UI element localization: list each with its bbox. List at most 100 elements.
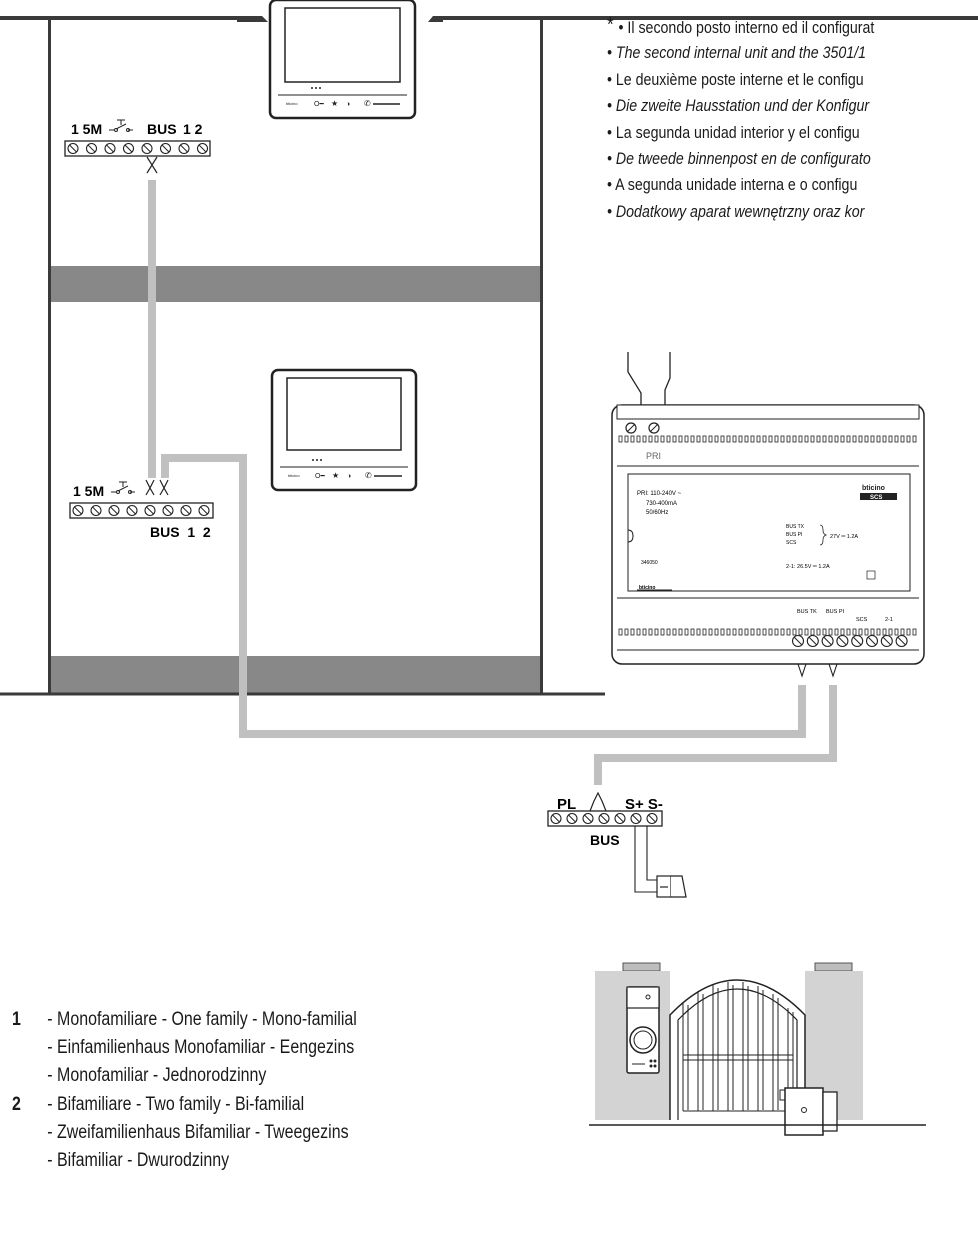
note-line-en: • The second internal unit and the 3501/… bbox=[607, 44, 867, 63]
upper-terminal-right-labels: 1 2 bbox=[183, 121, 203, 137]
svg-text:bticino: bticino bbox=[286, 101, 298, 106]
power-supply-top-vents bbox=[618, 435, 917, 443]
screw-slot bbox=[600, 814, 608, 823]
svg-text:✆: ✆ bbox=[364, 99, 371, 108]
note-line-de: • Die zweite Hausstation und der Konfigu… bbox=[607, 97, 870, 116]
vent-slot bbox=[750, 435, 755, 443]
power-supply-input-spec-2: 50/60Hz bbox=[646, 510, 668, 516]
vent-slot bbox=[762, 628, 767, 636]
legend-text: - Bifamiliare - Two family - Bi-familial bbox=[47, 1093, 305, 1115]
power-supply-input-spec-1: 730-400mA bbox=[646, 501, 677, 507]
vent-slot bbox=[822, 628, 827, 636]
lower-terminal-bottom-label: BUS 1 2 bbox=[150, 524, 211, 540]
vent-slot bbox=[846, 628, 851, 636]
building bbox=[0, 16, 978, 696]
screw-slot bbox=[616, 814, 624, 823]
legend-text: - Monofamiliare - One family - Mono-fami… bbox=[47, 1009, 357, 1030]
vent-slot bbox=[648, 628, 653, 636]
upper-terminal-bus-label: BUS bbox=[147, 121, 177, 137]
vent-slot bbox=[798, 435, 803, 443]
screw-slot bbox=[867, 636, 877, 646]
svg-text:O━: O━ bbox=[315, 473, 325, 480]
vent-slot bbox=[810, 435, 815, 443]
vent-slot bbox=[726, 435, 731, 443]
vent-slot bbox=[732, 435, 737, 443]
power-supply-scs-logo: SCS bbox=[870, 495, 882, 501]
vent-slot bbox=[756, 628, 761, 636]
screw-slot bbox=[793, 636, 803, 646]
screw-slot bbox=[110, 506, 118, 515]
vent-slot bbox=[678, 435, 683, 443]
lower-terminal-screws bbox=[72, 504, 210, 517]
screw-slot bbox=[69, 144, 77, 153]
svg-text:◑: ◑ bbox=[347, 473, 351, 480]
legend-text: - Einfamilienhaus Monofamiliar - Eengezi… bbox=[47, 1037, 355, 1059]
vent-slot bbox=[858, 435, 863, 443]
vent-slot bbox=[690, 435, 695, 443]
vent-slot bbox=[774, 435, 779, 443]
vent-slot bbox=[738, 435, 743, 443]
screw-slot bbox=[823, 636, 832, 646]
bus-cables bbox=[148, 180, 837, 785]
vent-slot bbox=[636, 628, 641, 636]
vent-slot bbox=[834, 628, 839, 636]
svg-text:✆: ✆ bbox=[365, 471, 372, 480]
vent-slot bbox=[858, 628, 863, 636]
vent-slot bbox=[624, 435, 629, 443]
screw-slot bbox=[808, 636, 818, 646]
vent-slot bbox=[666, 628, 671, 636]
vent-slot bbox=[744, 628, 749, 636]
screw-slot bbox=[838, 636, 847, 646]
vent-slot bbox=[642, 435, 647, 443]
vent-slot bbox=[900, 628, 905, 636]
screw-slot bbox=[568, 814, 576, 823]
vent-slot bbox=[660, 435, 665, 443]
legend-item-1: 1 - Monofamiliare - One family - Mono-fa… bbox=[12, 1006, 357, 1034]
screw-slot bbox=[87, 144, 96, 153]
lower-terminal-top-label: 1 5M bbox=[73, 483, 104, 499]
vent-slot bbox=[792, 435, 797, 443]
vent-slot bbox=[828, 628, 833, 636]
vent-slot bbox=[708, 628, 713, 636]
screw-slot bbox=[146, 506, 154, 515]
vent-slot bbox=[636, 435, 641, 443]
vent-slot bbox=[864, 435, 869, 443]
power-supply-bottom-vents bbox=[618, 628, 917, 636]
vent-slot bbox=[870, 628, 875, 636]
screw-slot bbox=[128, 506, 136, 515]
vent-slot bbox=[726, 628, 731, 636]
vent-slot bbox=[840, 628, 845, 636]
vent-slot bbox=[864, 628, 869, 636]
screw-slot bbox=[852, 636, 862, 646]
svg-text:★: ★ bbox=[331, 99, 338, 108]
vent-slot bbox=[732, 628, 737, 636]
power-supply-input-spec-0: PRI: 110-240V ~ bbox=[637, 491, 682, 497]
vent-slot bbox=[852, 628, 857, 636]
upper-video-monitor: bticino O━ ★ ◑ ✆ bbox=[268, 0, 417, 120]
legend-text: - Zweifamilienhaus Bifamiliar - Tweegezi… bbox=[47, 1121, 349, 1143]
vent-slot bbox=[840, 435, 845, 443]
legend: 1 - Monofamiliare - One family - Mono-fa… bbox=[12, 1006, 357, 1175]
legend-item-2: 2 - Bifamiliare - Two family - Bi-famili… bbox=[12, 1091, 357, 1119]
vent-slot bbox=[876, 628, 881, 636]
screw-slot bbox=[180, 144, 188, 153]
entrance-panel-terminal: PL S+ S- BUS bbox=[547, 791, 687, 898]
screw-slot bbox=[552, 814, 560, 823]
vent-slot bbox=[882, 435, 887, 443]
power-supply: PRI PRI: 110-240V ~ 730-400mA 50/60Hz bt… bbox=[611, 352, 925, 678]
screw-slot bbox=[143, 144, 151, 153]
vent-slot bbox=[756, 435, 761, 443]
vent-slot bbox=[738, 628, 743, 636]
lower-switch-icon bbox=[111, 481, 135, 494]
vent-slot bbox=[852, 435, 857, 443]
vent-slot bbox=[624, 628, 629, 636]
vent-slot bbox=[666, 435, 671, 443]
power-supply-terminal-label-0: BUS TK bbox=[797, 609, 817, 615]
vent-slot bbox=[882, 628, 887, 636]
vent-slot bbox=[720, 628, 725, 636]
vent-slot bbox=[804, 628, 809, 636]
vent-slot bbox=[906, 435, 911, 443]
vent-slot bbox=[906, 628, 911, 636]
entrance-left-label: PL bbox=[557, 796, 576, 813]
gate-illustration bbox=[589, 962, 926, 1136]
